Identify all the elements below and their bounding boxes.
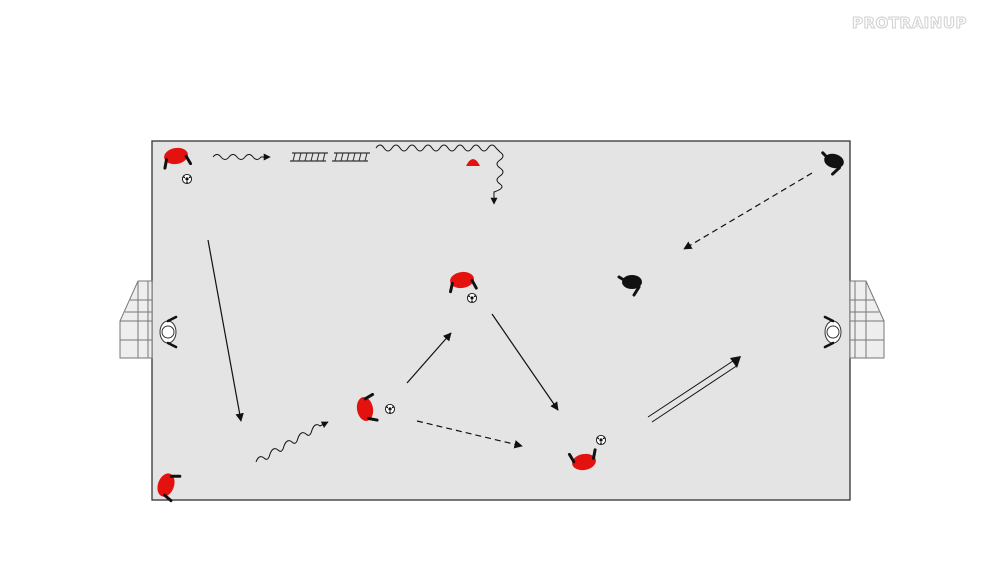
shot-arrow (647, 356, 741, 423)
dribble-arrow (375, 144, 504, 205)
ball-icon (384, 403, 396, 415)
ball-icon (181, 173, 193, 185)
dashed-run-arrow (416, 420, 523, 449)
dribble-arrow (255, 421, 329, 463)
pass-arrow (406, 332, 452, 384)
goalkeeper-right (823, 315, 842, 349)
pass-arrow (491, 313, 559, 411)
dashed-run-arrow (683, 172, 813, 250)
run-arrow (207, 239, 244, 422)
protrainup-logo: PROTRAINUP (852, 14, 968, 33)
pitch (151, 140, 851, 501)
cone-icon (466, 159, 480, 166)
dribble-arrow (212, 153, 271, 161)
ball-icon (595, 434, 607, 446)
goal-left (119, 280, 153, 359)
goalkeeper-left (159, 315, 178, 349)
ball-icon (466, 292, 478, 304)
goal-right (849, 280, 885, 359)
